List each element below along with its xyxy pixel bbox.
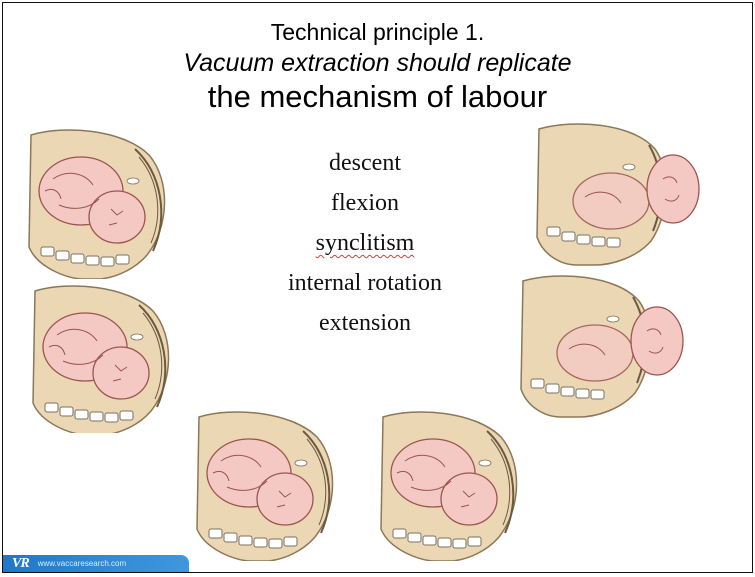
fetus-internal-rotation-illustration	[375, 411, 525, 561]
footer-badge[interactable]: VR www.vaccaresearch.com	[3, 555, 189, 572]
stage-synclitism: synclitism	[235, 223, 495, 263]
fetus-synclitism-illustration	[191, 411, 341, 561]
stage-extension: extension	[235, 303, 495, 343]
stage-flexion: flexion	[235, 183, 495, 223]
footer-url[interactable]: www.vaccaresearch.com	[38, 559, 126, 568]
slide-title: Technical principle 1. Vacuum extraction…	[3, 17, 752, 115]
labour-stages-list: descent flexion synclitism internal rota…	[235, 143, 495, 343]
title-line-1: Technical principle 1.	[3, 17, 752, 47]
stage-internal-rotation: internal rotation	[235, 263, 495, 303]
title-line-2: Vacuum extraction should replicate	[3, 47, 752, 79]
fetus-crowning-illustration	[533, 121, 723, 271]
title-line-3: the mechanism of labour	[3, 79, 752, 115]
fetus-extension-illustration	[517, 271, 707, 421]
stage-descent: descent	[235, 143, 495, 183]
fetus-descent-illustration	[23, 129, 173, 279]
fetus-flexion-illustration	[23, 283, 173, 433]
vr-logo-icon: VR	[12, 556, 29, 572]
